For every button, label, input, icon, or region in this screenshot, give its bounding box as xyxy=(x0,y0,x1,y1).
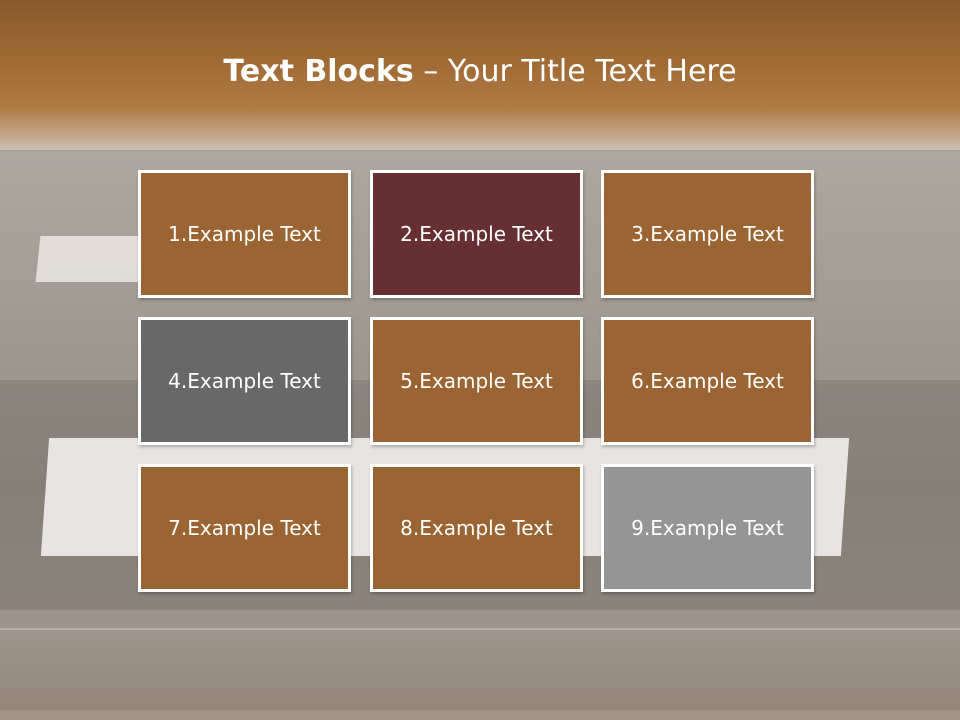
title-rest-part: Your Title Text Here xyxy=(447,54,737,89)
title-banner xyxy=(0,0,960,155)
text-block-7[interactable]: 7.Example Text xyxy=(138,464,351,592)
text-block-label: 2.Example Text xyxy=(400,222,553,246)
background-seam xyxy=(0,628,960,630)
text-block-label: 5.Example Text xyxy=(400,369,553,393)
text-block-1[interactable]: 1.Example Text xyxy=(138,170,351,298)
text-block-2[interactable]: 2.Example Text xyxy=(370,170,583,298)
slide-title[interactable]: Text Blocks – Your Title Text Here xyxy=(0,54,960,89)
text-block-label: 6.Example Text xyxy=(631,369,784,393)
text-block-3[interactable]: 3.Example Text xyxy=(601,170,814,298)
text-block-label: 3.Example Text xyxy=(631,222,784,246)
text-block-8[interactable]: 8.Example Text xyxy=(370,464,583,592)
text-block-label: 9.Example Text xyxy=(631,516,784,540)
text-block-label: 4.Example Text xyxy=(168,369,321,393)
background-lower-band xyxy=(0,640,960,720)
text-block-9[interactable]: 9.Example Text xyxy=(601,464,814,592)
text-block-label: 7.Example Text xyxy=(168,516,321,540)
text-block-4[interactable]: 4.Example Text xyxy=(138,317,351,445)
title-separator: – xyxy=(413,54,448,89)
text-block-6[interactable]: 6.Example Text xyxy=(601,317,814,445)
text-block-5[interactable]: 5.Example Text xyxy=(370,317,583,445)
title-bold-part: Text Blocks xyxy=(223,54,414,89)
text-block-label: 1.Example Text xyxy=(168,222,321,246)
text-block-label: 8.Example Text xyxy=(400,516,553,540)
